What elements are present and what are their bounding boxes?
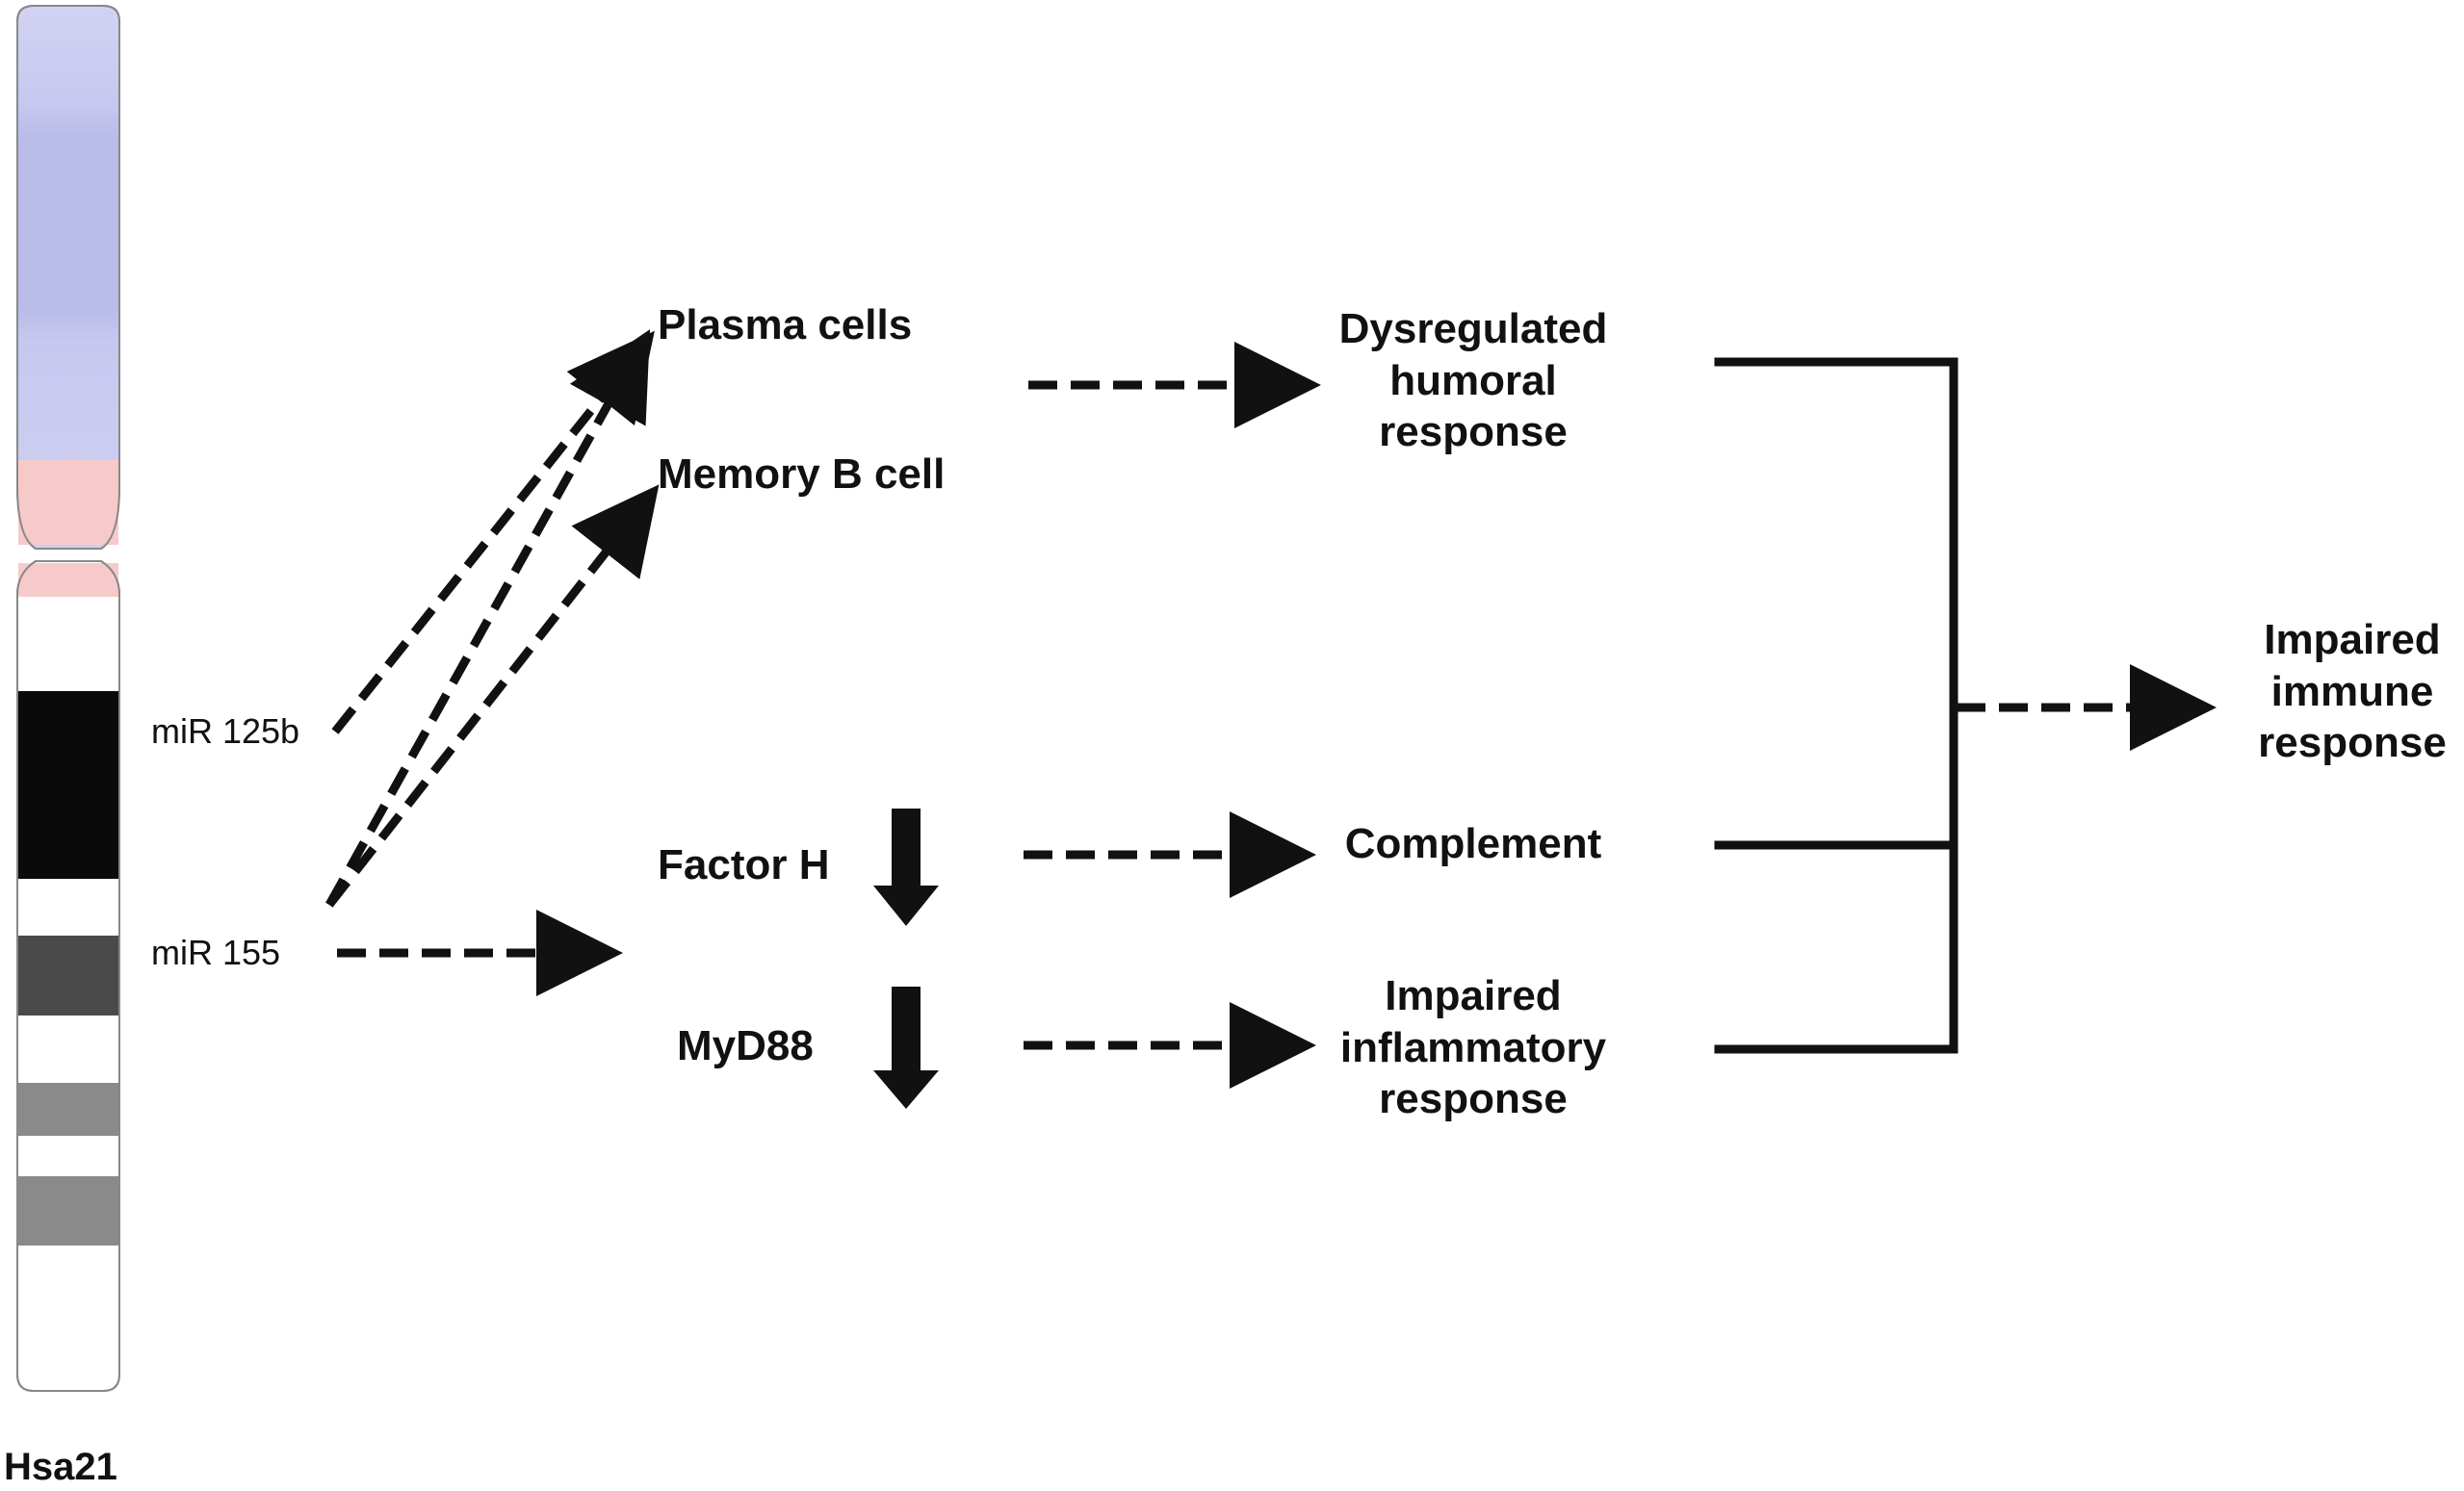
centromere-band-lower (18, 563, 118, 597)
inflammatory-line-1: Impaired (1385, 972, 1562, 1019)
down-arrow-myd88 (873, 987, 939, 1109)
factor-h-label: Factor H (658, 841, 830, 888)
chromosome-hsa21 (16, 5, 120, 1392)
humoral-line-1: Dysregulated (1338, 305, 1608, 352)
down-arrow-factor-h (873, 809, 939, 926)
arrow-mir155-to-memory-b-cell (325, 484, 660, 908)
chromosome-label: Hsa21 (4, 1446, 117, 1488)
band-q22-2 (18, 1083, 118, 1136)
immune-line-3: response (2258, 719, 2447, 767)
band-q22-1 (18, 936, 118, 1015)
humoral-line-3: response (1379, 408, 1568, 456)
mir155-label: miR 155 (151, 933, 281, 972)
plasma-cells-label: Plasma cells (658, 301, 913, 348)
chromosome-q-arm-outline (16, 560, 120, 1392)
impaired-immune-response-label: Impaired immune response (2244, 614, 2461, 769)
humoral-response-label: Dysregulated humoral response (1281, 303, 1666, 458)
arrow-mir125b-to-plasma-cells (331, 330, 655, 734)
memory-b-cell-label: Memory B cell (658, 450, 946, 498)
myd88-label: MyD88 (677, 1022, 814, 1069)
downregulation-arrows (873, 809, 939, 1109)
chromosome-p-arm-outline (16, 5, 120, 550)
inflammatory-line-3: response (1379, 1075, 1568, 1123)
inflammatory-line-2: inflammatory (1339, 1023, 1607, 1071)
mir125b-label: miR 125b (151, 711, 300, 751)
immune-line-2: immune (2270, 667, 2434, 715)
band-q22-3 (18, 1176, 118, 1246)
immune-line-1: Impaired (2264, 616, 2441, 663)
outcome-arrows (1024, 342, 2217, 1089)
humoral-line-2: humoral (1389, 356, 1557, 404)
centromere-band-upper (18, 460, 118, 545)
arrow-mir155-to-plasma-cells (325, 329, 651, 908)
inflammatory-response-label: Impaired inflammatory response (1281, 970, 1666, 1125)
complement-label: Complement (1344, 820, 1602, 867)
band-q21 (18, 691, 118, 879)
mirna-arrows (325, 329, 660, 996)
outcome-bracket (1714, 357, 1958, 1054)
